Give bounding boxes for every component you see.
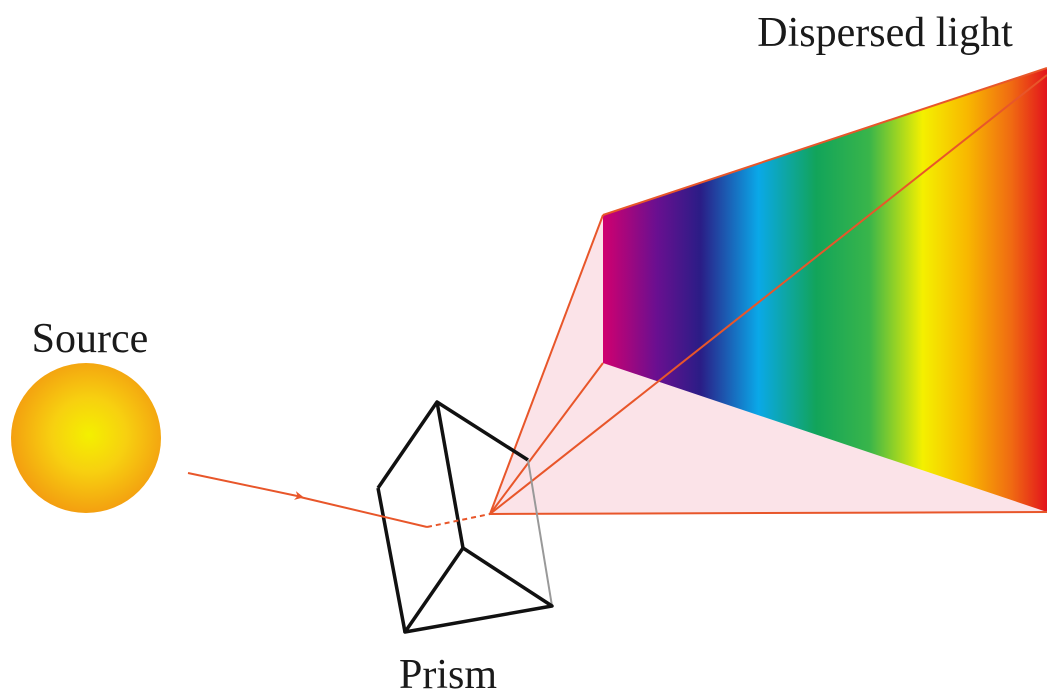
source-label: Source bbox=[32, 316, 149, 362]
spectrum-top-edge bbox=[602, 67, 1047, 216]
beam-inside-prism bbox=[426, 513, 491, 528]
incident-beam bbox=[187, 472, 491, 528]
prism-left-edge bbox=[376, 487, 407, 633]
ray-top bbox=[489, 214, 604, 515]
ray-bottom bbox=[489, 511, 1047, 515]
ray-lower-violet bbox=[489, 362, 604, 515]
prism bbox=[376, 400, 554, 634]
dispersion-rays bbox=[489, 67, 1047, 515]
light-source-sphere bbox=[11, 363, 161, 513]
beam-to-arrow bbox=[187, 472, 304, 500]
dispersed-light-label: Dispersed light bbox=[757, 10, 1013, 56]
prism-front-face bbox=[403, 546, 554, 634]
ray-diagonal bbox=[489, 74, 1047, 515]
prism-top-ridge bbox=[435, 401, 465, 549]
prism-hidden-edge bbox=[527, 459, 553, 607]
beam-segment bbox=[299, 496, 428, 528]
prism-label: Prism bbox=[399, 652, 497, 693]
